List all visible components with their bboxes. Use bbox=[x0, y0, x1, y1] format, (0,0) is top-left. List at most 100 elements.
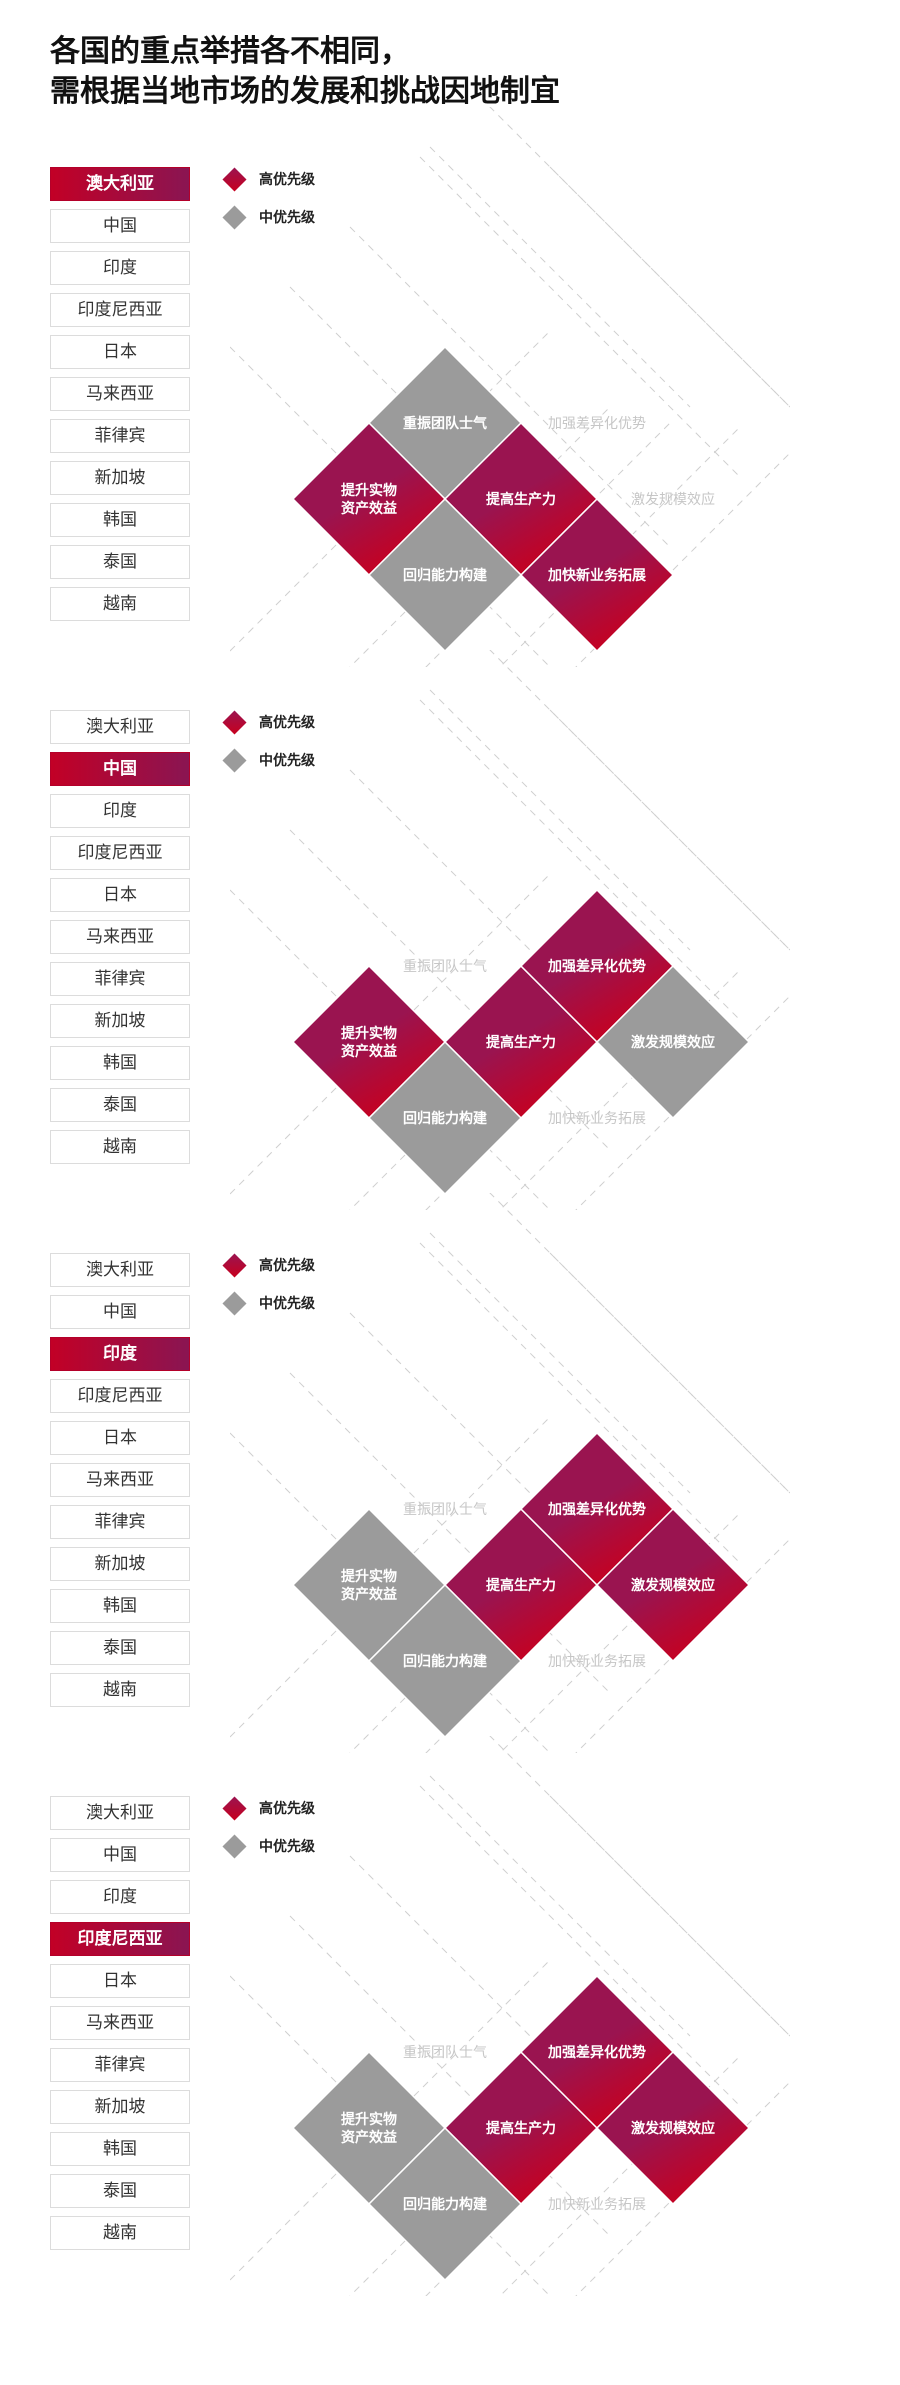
country-tab[interactable]: 印度尼西亚 bbox=[50, 293, 190, 327]
initiative-label: 提高生产力 bbox=[486, 491, 556, 507]
high-priority-diamond bbox=[595, 2050, 751, 2206]
country-tab[interactable]: 泰国 bbox=[50, 1088, 190, 1122]
country-tab[interactable]: 泰国 bbox=[50, 545, 190, 579]
country-tab[interactable]: 印度 bbox=[50, 794, 190, 828]
country-tab[interactable]: 新加坡 bbox=[50, 1547, 190, 1581]
grid-line bbox=[479, 1182, 791, 1494]
country-tab[interactable]: 新加坡 bbox=[50, 461, 190, 495]
country-tab[interactable]: 新加坡 bbox=[50, 1004, 190, 1038]
country-tab[interactable]: 印度 bbox=[50, 1880, 190, 1914]
country-tab[interactable]: 泰国 bbox=[50, 2174, 190, 2208]
initiative-newbiz: 加快新业务拓展 bbox=[519, 497, 675, 653]
grid-line bbox=[419, 156, 741, 478]
country-tab[interactable]: 菲律宾 bbox=[50, 1505, 190, 1539]
mid-priority-diamond bbox=[367, 2126, 523, 2282]
initiative-newbiz: 加快新业务拓展 bbox=[548, 1110, 646, 1126]
country-tab[interactable]: 越南 bbox=[50, 587, 190, 621]
country-tab-list: 澳大利亚中国印度印度尼西亚日本马来西亚菲律宾新加坡韩国泰国越南 bbox=[50, 710, 190, 1172]
initiative-newbiz: 加快新业务拓展 bbox=[548, 1653, 646, 1669]
country-tab[interactable]: 印度尼西亚 bbox=[50, 1379, 190, 1413]
country-tab[interactable]: 越南 bbox=[50, 1673, 190, 1707]
page-title: 各国的重点举措各不相同， 需根据当地市场的发展和挑战因地制宜 bbox=[50, 32, 850, 112]
country-tab[interactable]: 马来西亚 bbox=[50, 2006, 190, 2040]
grid-line bbox=[419, 1785, 741, 2107]
country-tab[interactable]: 印度尼西亚 bbox=[50, 836, 190, 870]
initiative-label: 提高生产力 bbox=[486, 2120, 556, 2136]
legend-label: 中优先级 bbox=[259, 1838, 315, 1854]
priority-diagram: 重振团队士气提升实物资产效益提高生产力加强差异化优势回归能力构建加快新业务拓展激… bbox=[229, 1182, 791, 1850]
initiative-label: 重振团队士气 bbox=[403, 958, 487, 974]
country-tab-list: 澳大利亚中国印度印度尼西亚日本马来西亚菲律宾新加坡韩国泰国越南 bbox=[50, 167, 190, 629]
grid-line bbox=[549, 709, 791, 951]
grid-line bbox=[429, 146, 691, 408]
initiative-label: 提升实物资产效益 bbox=[341, 1568, 397, 1602]
country-tab[interactable]: 越南 bbox=[50, 2216, 190, 2250]
country-tab[interactable]: 韩国 bbox=[50, 1589, 190, 1623]
country-tab[interactable]: 日本 bbox=[50, 878, 190, 912]
country-tab[interactable]: 泰国 bbox=[50, 1631, 190, 1665]
country-tab[interactable]: 日本 bbox=[50, 335, 190, 369]
country-tab[interactable]: 印度 bbox=[50, 251, 190, 285]
grid-line bbox=[549, 1795, 791, 2037]
initiative-label: 回归能力构建 bbox=[403, 2196, 487, 2212]
initiative-label: 重振团队士气 bbox=[403, 415, 487, 431]
country-tab[interactable]: 菲律宾 bbox=[50, 962, 190, 996]
country-tab[interactable]: 中国 bbox=[50, 1295, 190, 1329]
initiative-scale: 激发规模效应 bbox=[595, 2050, 751, 2206]
legend-label: 高优先级 bbox=[259, 1257, 315, 1273]
country-section: 澳大利亚中国印度印度尼西亚日本马来西亚菲律宾新加坡韩国泰国越南高优先级中优先级重… bbox=[0, 96, 900, 764]
country-section: 澳大利亚中国印度印度尼西亚日本马来西亚菲律宾新加坡韩国泰国越南高优先级中优先级重… bbox=[0, 639, 900, 1307]
grid-line bbox=[549, 1252, 791, 1494]
country-tab[interactable]: 新加坡 bbox=[50, 2090, 190, 2124]
grid-line bbox=[429, 689, 691, 951]
country-tab[interactable]: 印度尼西亚 bbox=[50, 1922, 190, 1956]
grid-line bbox=[429, 1775, 691, 2037]
country-tab[interactable]: 韩国 bbox=[50, 2132, 190, 2166]
country-tab[interactable]: 马来西亚 bbox=[50, 1463, 190, 1497]
country-tab[interactable]: 越南 bbox=[50, 1130, 190, 1164]
country-tab[interactable]: 中国 bbox=[50, 1838, 190, 1872]
initiative-newbiz: 加快新业务拓展 bbox=[548, 2196, 646, 2212]
grid-line bbox=[289, 829, 611, 1151]
country-tab[interactable]: 中国 bbox=[50, 209, 190, 243]
grid-line bbox=[289, 1915, 611, 2237]
country-tab[interactable]: 菲律宾 bbox=[50, 419, 190, 453]
country-tab[interactable]: 韩国 bbox=[50, 503, 190, 537]
initiative-label: 加强差异化优势 bbox=[547, 2044, 646, 2060]
country-tab[interactable]: 印度 bbox=[50, 1337, 190, 1371]
initiative-label: 回归能力构建 bbox=[403, 567, 487, 583]
country-tab[interactable]: 日本 bbox=[50, 1964, 190, 1998]
grid-line bbox=[549, 166, 791, 408]
initiative-capability: 回归能力构建 bbox=[367, 2126, 523, 2282]
initiative-label: 提升实物资产效益 bbox=[341, 1025, 397, 1059]
country-tab[interactable]: 马来西亚 bbox=[50, 377, 190, 411]
country-tab[interactable]: 中国 bbox=[50, 752, 190, 786]
initiative-capability: 回归能力构建 bbox=[367, 1583, 523, 1739]
priority-diagram-svg: 重振团队士气提升实物资产效益提高生产力加强差异化优势回归能力构建加快新业务拓展激… bbox=[229, 639, 791, 1307]
initiative-label: 激发规模效应 bbox=[631, 2120, 715, 2136]
initiative-label: 提高生产力 bbox=[486, 1577, 556, 1593]
grid-line bbox=[349, 226, 671, 548]
country-tab[interactable]: 澳大利亚 bbox=[50, 710, 190, 744]
country-tab[interactable]: 澳大利亚 bbox=[50, 1796, 190, 1830]
initiative-label: 加强差异化优势 bbox=[547, 1501, 646, 1517]
country-tab[interactable]: 澳大利亚 bbox=[50, 1253, 190, 1287]
priority-diagram: 重振团队士气提升实物资产效益提高生产力加强差异化优势回归能力构建加快新业务拓展激… bbox=[229, 1725, 791, 2385]
country-tab[interactable]: 马来西亚 bbox=[50, 920, 190, 954]
initiative-capability: 回归能力构建 bbox=[367, 1040, 523, 1196]
country-tab-list: 澳大利亚中国印度印度尼西亚日本马来西亚菲律宾新加坡韩国泰国越南 bbox=[50, 1796, 190, 2258]
initiative-label: 重振团队士气 bbox=[403, 2044, 487, 2060]
country-tab[interactable]: 澳大利亚 bbox=[50, 167, 190, 201]
legend-label: 中优先级 bbox=[259, 752, 315, 768]
page-title-line-1: 各国的重点举措各不相同， bbox=[50, 35, 410, 68]
initiative-label: 加快新业务拓展 bbox=[548, 1653, 646, 1669]
initiative-label: 提高生产力 bbox=[486, 1034, 556, 1050]
priority-diagram-svg: 重振团队士气提升实物资产效益提高生产力加强差异化优势回归能力构建加快新业务拓展激… bbox=[229, 1182, 791, 1850]
high-priority-diamond bbox=[595, 1507, 751, 1663]
initiative-morale: 重振团队士气 bbox=[403, 958, 487, 974]
country-tab[interactable]: 菲律宾 bbox=[50, 2048, 190, 2082]
country-tab[interactable]: 日本 bbox=[50, 1421, 190, 1455]
mid-priority-diamond bbox=[367, 497, 523, 653]
country-tab[interactable]: 韩国 bbox=[50, 1046, 190, 1080]
initiative-scale: 激发规模效应 bbox=[595, 1507, 751, 1663]
